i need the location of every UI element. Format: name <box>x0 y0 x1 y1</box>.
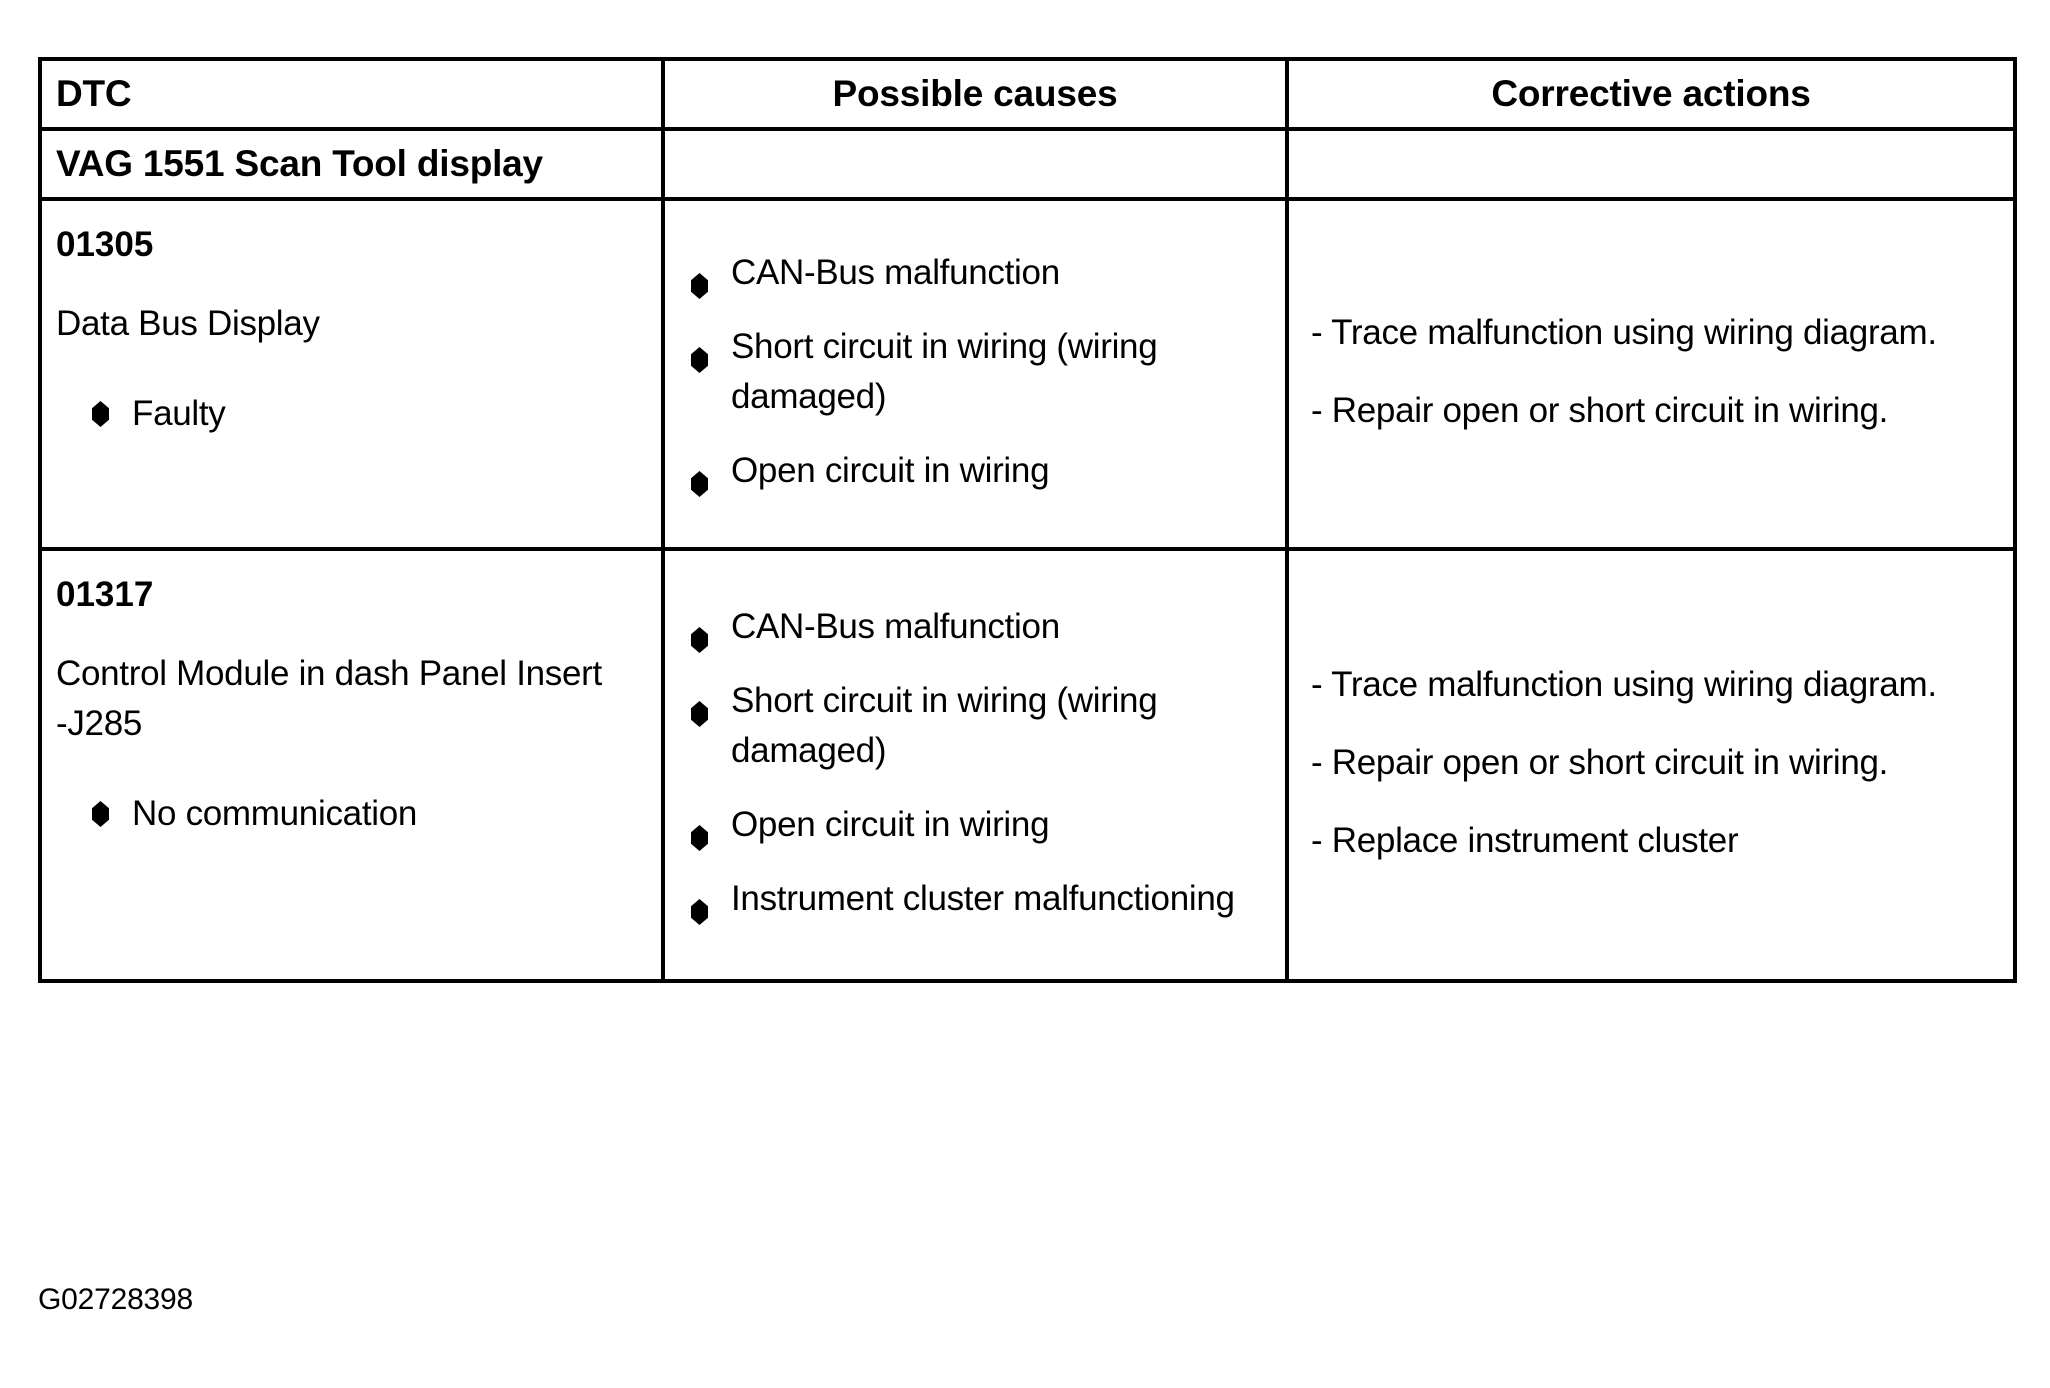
list-item: Faulty <box>56 389 645 439</box>
list-item: - Repair open or short circuit in wiring… <box>1311 391 1889 430</box>
cause-text: Instrument cluster malfunctioning <box>731 879 1235 918</box>
list-item: - Replace instrument cluster <box>1311 821 1739 860</box>
column-header-dtc: DTC <box>56 73 132 114</box>
diamond-bullet-icon <box>92 801 109 827</box>
list-item: - Trace malfunction using wiring diagram… <box>1311 313 1937 352</box>
list-item: Open circuit in wiring <box>683 800 1267 851</box>
cause-text: Short circuit in wiring (wiring damaged) <box>731 327 1158 416</box>
list-item: CAN-Bus malfunction <box>683 602 1267 653</box>
list-item: - Trace malfunction using wiring diagram… <box>1311 665 1937 704</box>
dtc-description: Data Bus Display <box>56 304 320 343</box>
diamond-bullet-icon <box>691 471 708 497</box>
list-item: Short circuit in wiring (wiring damaged) <box>683 676 1267 776</box>
table-header-row: DTC Possible causes Corrective actions <box>38 57 2017 131</box>
cell-corrective-actions-row-0: - Trace malfunction using wiring diagram… <box>1285 197 2017 551</box>
header-cell-possible-causes: Possible causes <box>661 57 1289 131</box>
cell-possible-causes-row-1: CAN-Bus malfunction Short circuit in wir… <box>661 547 1289 983</box>
list-item: Instrument cluster malfunctioning <box>683 874 1267 925</box>
cell-dtc-row-0: 01305 Data Bus Display Faulty <box>38 197 665 551</box>
diamond-bullet-icon <box>691 825 708 851</box>
diamond-bullet-icon <box>691 347 708 373</box>
possible-causes-list: CAN-Bus malfunction Short circuit in wir… <box>683 602 1267 925</box>
column-subheader-scan-tool-display: VAG 1551 Scan Tool display <box>56 143 543 184</box>
dtc-status-text: No communication <box>132 794 418 833</box>
column-header-corrective-actions: Corrective actions <box>1491 73 1811 114</box>
dtc-code: 01317 <box>56 575 154 614</box>
diamond-bullet-icon <box>691 899 708 925</box>
column-header-possible-causes: Possible causes <box>832 73 1118 114</box>
corrective-actions-list: - Trace malfunction using wiring diagram… <box>1311 308 1995 436</box>
cell-corrective-actions-row-1: - Trace malfunction using wiring diagram… <box>1285 547 2017 983</box>
diamond-bullet-icon <box>691 701 708 727</box>
corrective-actions-list: - Trace malfunction using wiring diagram… <box>1311 660 1995 866</box>
list-item: - Repair open or short circuit in wiring… <box>1311 743 1889 782</box>
header-cell-corrective-actions: Corrective actions <box>1285 57 2017 131</box>
cause-text: Open circuit in wiring <box>731 805 1050 844</box>
cause-text: Short circuit in wiring (wiring damaged) <box>731 681 1158 770</box>
list-item: Open circuit in wiring <box>683 446 1267 497</box>
dtc-status-text: Faulty <box>132 394 226 433</box>
table-row: 01305 Data Bus Display Faulty <box>38 197 2017 551</box>
cell-possible-causes-row-0: CAN-Bus malfunction Short circuit in wir… <box>661 197 1289 551</box>
subheader-cell-empty-actions <box>1285 127 2017 201</box>
list-item: No communication <box>56 789 645 839</box>
subheader-cell-scan-tool: VAG 1551 Scan Tool display <box>38 127 665 201</box>
dtc-code: 01305 <box>56 225 154 264</box>
table-row: 01317 Control Module in dash Panel Inser… <box>38 547 2017 983</box>
list-item: Short circuit in wiring (wiring damaged) <box>683 322 1267 422</box>
figure-code-label: G02728398 <box>38 1283 194 1316</box>
list-item: CAN-Bus malfunction <box>683 248 1267 299</box>
header-cell-dtc: DTC <box>38 57 665 131</box>
dtc-description: Control Module in dash Panel Insert -J28… <box>56 654 602 743</box>
possible-causes-list: CAN-Bus malfunction Short circuit in wir… <box>683 248 1267 497</box>
cause-text: Open circuit in wiring <box>731 451 1050 490</box>
dtc-status-list: Faulty <box>56 389 645 439</box>
table-subheader-row: VAG 1551 Scan Tool display <box>38 127 2017 201</box>
cause-text: CAN-Bus malfunction <box>731 607 1060 646</box>
diamond-bullet-icon <box>92 401 109 427</box>
dtc-fault-table: DTC Possible causes Corrective actions V… <box>38 57 2017 983</box>
diamond-bullet-icon <box>691 273 708 299</box>
diamond-bullet-icon <box>691 627 708 653</box>
dtc-status-list: No communication <box>56 789 645 839</box>
cause-text: CAN-Bus malfunction <box>731 253 1060 292</box>
subheader-cell-empty-causes <box>661 127 1289 201</box>
cell-dtc-row-1: 01317 Control Module in dash Panel Inser… <box>38 547 665 983</box>
